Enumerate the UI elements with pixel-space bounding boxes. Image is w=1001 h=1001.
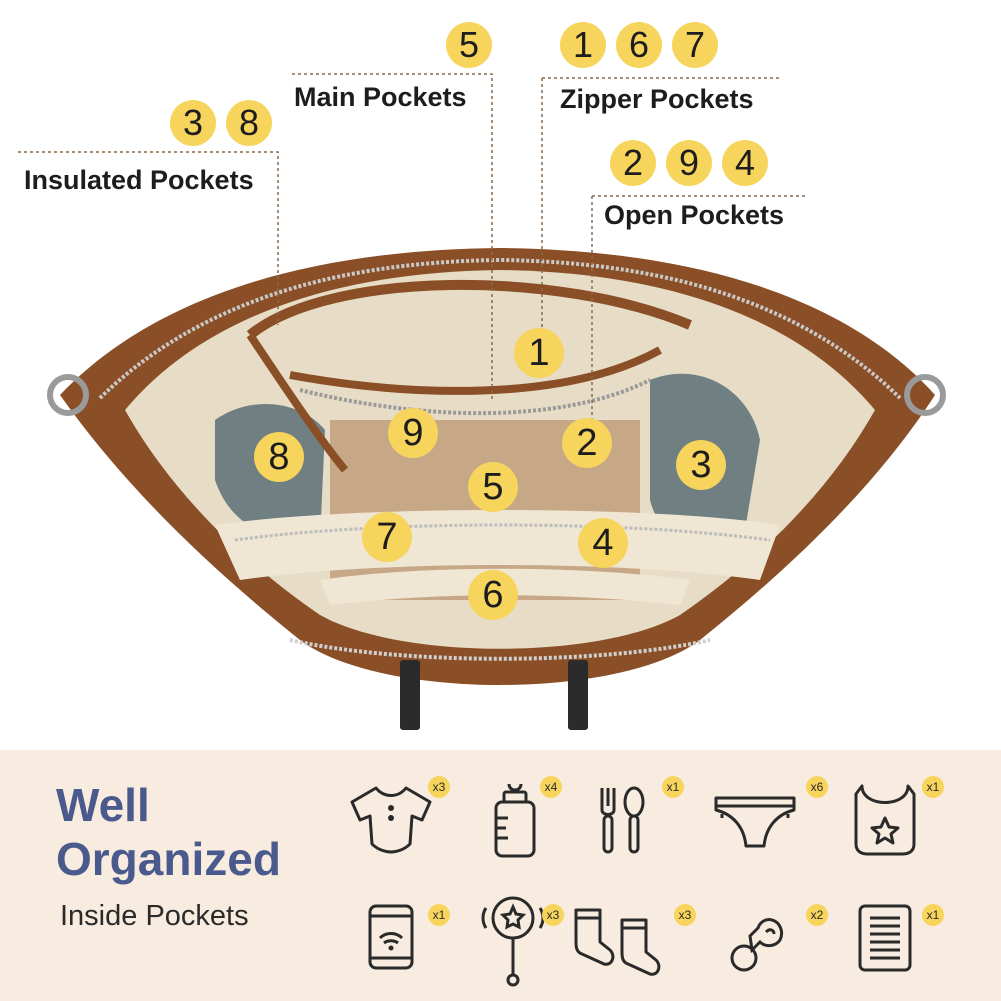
diaper-qty: x6 [806, 776, 828, 798]
bag-badge-6: 6 [468, 570, 518, 620]
baby-bottle-qty: x4 [540, 776, 562, 798]
bag-badge-1: 1 [514, 328, 564, 378]
panel-subheading: Inside Pockets [60, 900, 249, 932]
rattle-qty: x3 [542, 904, 564, 926]
bib-qty: x1 [922, 776, 944, 798]
socks-qty: x3 [674, 904, 696, 926]
pacifier-icon [726, 910, 792, 976]
bag-illustration [47, 248, 946, 730]
baby-bottle-icon [490, 780, 540, 860]
bag-photo: 5 Main Pockets 1 6 7 Zipper Pockets 3 8 … [18, 22, 946, 730]
callout-lines [18, 73, 806, 430]
main-pockets-badge: 5 [446, 22, 492, 68]
zipper-pockets-badge-1: 1 [560, 22, 606, 68]
bag-badge-3: 3 [676, 440, 726, 490]
open-pockets-title: Open Pockets [604, 200, 785, 230]
zipper-pockets-badge-2: 6 [616, 22, 662, 68]
bag-badge-9: 9 [388, 408, 438, 458]
bag-badge-5: 5 [468, 462, 518, 512]
heading-line-2: Organized [56, 833, 281, 885]
open-pockets-badge-3: 4 [722, 140, 768, 186]
zipper-pockets-title: Zipper Pockets [560, 84, 754, 114]
open-pockets-badge-2: 9 [666, 140, 712, 186]
bib-icon [852, 778, 918, 858]
bag-badge-4: 4 [578, 518, 628, 568]
bag-badge-7: 7 [362, 512, 412, 562]
phone-qty: x1 [428, 904, 450, 926]
main-pockets-title: Main Pockets [294, 82, 467, 112]
bag-badge-8: 8 [254, 432, 304, 482]
open-pockets-badge-1: 2 [610, 140, 656, 186]
bag-badge-2: 2 [562, 418, 612, 468]
utensils-qty: x1 [662, 776, 684, 798]
onesie-icon [346, 780, 436, 860]
heading-line-1: Well [56, 779, 150, 831]
ebook-icon [856, 902, 914, 974]
diaper-icon [712, 792, 798, 850]
insulated-pockets-badge-2: 8 [226, 100, 272, 146]
utensils-icon [594, 784, 650, 856]
ebook-qty: x1 [922, 904, 944, 926]
insulated-pockets-badge-1: 3 [170, 100, 216, 146]
insulated-pockets-title: Insulated Pockets [24, 165, 254, 195]
zipper-pockets-badge-3: 7 [672, 22, 718, 68]
socks-icon [570, 906, 670, 978]
rattle-icon [480, 888, 546, 988]
phone-icon [366, 902, 416, 972]
organizer-panel: Well Organized Inside Pockets x3 x4 x1 x… [0, 750, 1001, 1001]
onesie-qty: x3 [428, 776, 450, 798]
pacifier-qty: x2 [806, 904, 828, 926]
